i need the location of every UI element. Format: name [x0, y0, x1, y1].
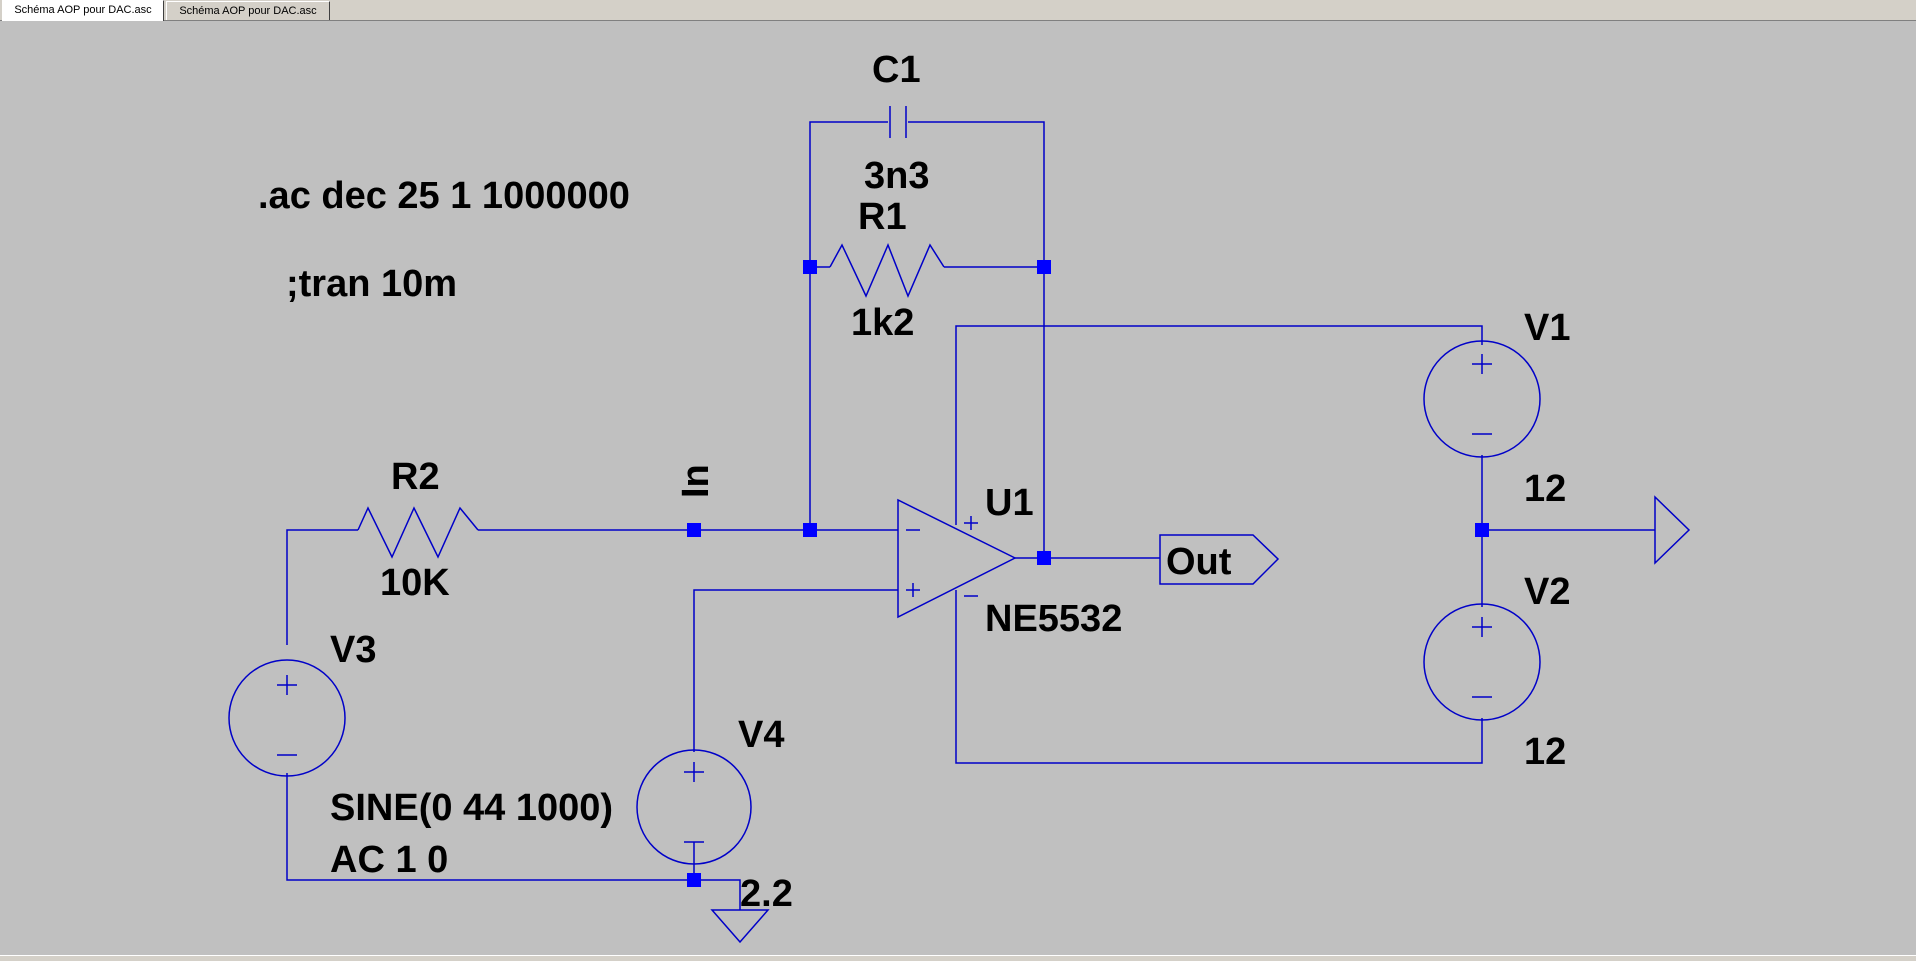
- schematic-drawing[interactable]: .ac dec 25 1 1000000 ;tran 10m C1 3n3 R1…: [0, 21, 1916, 955]
- tab-bar: Schéma AOP pour DAC.asc Schéma AOP pour …: [0, 0, 1916, 21]
- capacitor-c1[interactable]: [889, 106, 907, 138]
- u1-value: NE5532: [985, 598, 1122, 640]
- voltage-source-v3[interactable]: [228, 659, 346, 777]
- v4-name: V4: [738, 714, 784, 756]
- ground-symbol-right: [1654, 495, 1691, 565]
- tab-schematic-2[interactable]: Schéma AOP pour DAC.asc: [166, 1, 330, 20]
- status-bar: [0, 955, 1916, 961]
- r2-name: R2: [391, 456, 440, 498]
- r1-name: R1: [858, 196, 907, 238]
- net-label-out: Out: [1166, 541, 1232, 583]
- u1-name: U1: [985, 482, 1034, 524]
- opamp-u1[interactable]: [897, 498, 1017, 619]
- v2-name: V2: [1524, 571, 1570, 613]
- net-flag-out[interactable]: [1159, 534, 1280, 585]
- voltage-source-v2[interactable]: [1423, 603, 1541, 721]
- c1-value: 3n3: [864, 155, 929, 197]
- resistor-r2[interactable]: [357, 506, 479, 559]
- wires: [286, 121, 1655, 910]
- v3-value-line1: SINE(0 44 1000): [330, 787, 613, 829]
- v3-name: V3: [330, 629, 376, 671]
- schematic-canvas[interactable]: .ac dec 25 1 1000000 ;tran 10m C1 3n3 R1…: [0, 21, 1916, 955]
- voltage-source-v1[interactable]: [1423, 340, 1541, 458]
- ground-symbol-bottom: [710, 909, 770, 944]
- v2-value: 12: [1524, 731, 1566, 773]
- spice-directive-ac[interactable]: .ac dec 25 1 1000000: [258, 175, 630, 217]
- net-label-in[interactable]: In: [675, 464, 717, 498]
- spice-directive-tran[interactable]: ;tran 10m: [286, 263, 457, 305]
- v3-value-line2: AC 1 0: [330, 839, 448, 881]
- r2-value: 10K: [380, 562, 450, 604]
- voltage-source-v4[interactable]: [636, 749, 752, 865]
- v1-name: V1: [1524, 307, 1570, 349]
- c1-name: C1: [872, 49, 921, 91]
- v4-value: 2.2: [740, 873, 793, 915]
- resistor-r1[interactable]: [829, 243, 945, 298]
- tab-schematic-1[interactable]: Schéma AOP pour DAC.asc: [2, 0, 164, 21]
- r1-value: 1k2: [851, 302, 914, 344]
- junctions: [687, 260, 1489, 887]
- v1-value: 12: [1524, 468, 1566, 510]
